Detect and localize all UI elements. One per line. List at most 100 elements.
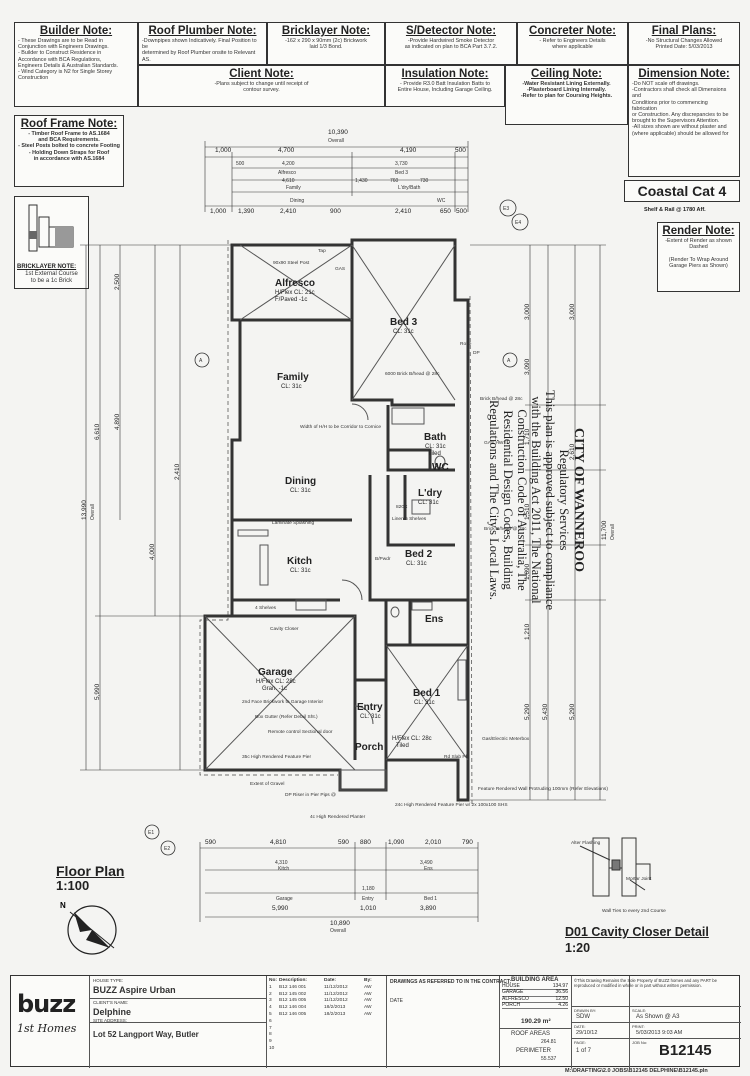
- note-line: brought to the Supervisors Attention.: [632, 118, 720, 125]
- date-label: DATE: [390, 998, 403, 1004]
- room-ldry: L'dry: [418, 488, 442, 499]
- revision-cell: AW: [364, 991, 372, 997]
- title-block: buzz 1st Homes HOUSE TYPE: BUZZ Aspire U…: [10, 975, 741, 1068]
- bot-dim-880: 880: [360, 839, 371, 846]
- revision-cell: [324, 1019, 364, 1026]
- bot-dim-2010: 2,010: [425, 839, 442, 846]
- final-plans-note: Final Plans: -No Structural Changes Allo…: [628, 22, 740, 65]
- revision-cell: [324, 1046, 364, 1053]
- section-marker-e2: E3 E4: [499, 199, 529, 231]
- room-wc: WC: [432, 462, 449, 473]
- note-line: Accordance with BCA Regulations,: [18, 56, 102, 63]
- note-line: to be a 1c Brick: [30, 278, 73, 284]
- revision-cell: [364, 1032, 378, 1039]
- revision-cell: [364, 1026, 378, 1033]
- roof-plumber-note-body: -Downpipes shown Indicatively. Final Pos…: [139, 38, 266, 63]
- revision-cell: 4: [269, 1005, 272, 1011]
- page-label: PAGE:: [574, 1040, 586, 1045]
- print-label: PRINT:: [632, 1024, 645, 1029]
- dim-top-4700: 4,700: [278, 147, 295, 154]
- insulation-note-title: Insulation Note:: [401, 68, 489, 80]
- left-dimension-lines: [80, 244, 232, 771]
- bot-dim-590b: 590: [338, 839, 349, 846]
- annot-laminate: Laminate Splashing: [272, 520, 314, 526]
- room-ldry-cl: CL: 31c: [418, 500, 439, 506]
- right2-dim-5290: 5,290: [569, 703, 576, 720]
- revision-cell: [324, 1039, 364, 1046]
- note-line: - Refer to Engineers Details: [539, 38, 606, 44]
- dim-top-730: 730: [420, 178, 429, 184]
- revision-cell: 10: [269, 1045, 275, 1051]
- buzz-logo-sub: 1st Homes: [17, 1022, 77, 1035]
- note-line: Conditions prior to commencing: [632, 99, 708, 106]
- note-line: Construction: [18, 75, 49, 82]
- room-labels: Alfresco H/Flex CL: 21c F/Paved -1c Bed …: [256, 278, 449, 753]
- coastal-sub: Shelf & Rail @ 1780 Aff.: [644, 207, 706, 213]
- revision-cell: [279, 1039, 324, 1046]
- right-dimension-lines: [470, 244, 606, 801]
- bot-dim-1010: 1,010: [360, 905, 377, 912]
- note-line: - These Drawings are to be Read in: [18, 38, 103, 44]
- dim-bot-1390: 1,390: [238, 208, 255, 215]
- annot-steel-post: 90x90 Steel Post: [273, 260, 310, 266]
- ceiling-note-body: -Water Resistant Lining Externally.-Plas…: [506, 81, 627, 100]
- dim-top-1430: 1,430: [355, 178, 368, 184]
- area-value: 4.26: [558, 1001, 568, 1008]
- revision-cell: B12 145 005: [279, 998, 307, 1004]
- bot-dim-1090: 1,090: [388, 839, 405, 846]
- room-bath-cl: CL: 31c: [425, 444, 446, 450]
- dim-top-1000: 1,000: [215, 147, 232, 154]
- bricklayer2-note-title: BRICKLAYER NOTE:: [17, 264, 77, 270]
- right3-dim-5430: 5,430: [542, 703, 549, 720]
- right-dim-1690: 1,690: [524, 563, 531, 580]
- top-overall-dim: 10,390: [328, 129, 348, 136]
- note-line: Entire House, Including Garage Ceiling.: [397, 87, 493, 94]
- brick-course-detail-icon: [28, 204, 74, 252]
- dim-bot-1000: 1,000: [210, 208, 227, 215]
- annot-brick-bhead-2: Brick B/head @ 28c: [480, 396, 523, 402]
- final-plans-note-title: Final Plans:: [651, 25, 717, 37]
- bot-dim-1180: 1,180: [362, 886, 375, 892]
- house-type-label: HOUSE TYPE:: [93, 978, 124, 983]
- annot-brick-bhead-3: Brick B/head @ 28c: [484, 526, 527, 532]
- room-alfresco-floor: F/Paved -1c: [275, 297, 307, 303]
- copyright-text: ©This Drawing Remains the Sole Property …: [574, 978, 717, 988]
- note-line: contour survey.: [243, 87, 280, 94]
- note-line: -Plans subject to change until receipt o…: [214, 81, 309, 87]
- revision-cell: AW: [364, 984, 372, 990]
- revision-header-cell: Description:: [279, 978, 307, 983]
- annot-cavity-closer: Cavity Closer: [270, 626, 299, 632]
- revision-cell: 6: [269, 1018, 272, 1024]
- svg-text:A: A: [507, 358, 511, 364]
- drawn-by-label: DRAWN BY:: [574, 1008, 597, 1013]
- dim-lbl-dining: Dining: [290, 198, 304, 204]
- top-dimension-lines: [204, 141, 469, 212]
- stamp-line-6: Residential Design Codes, Building: [501, 410, 515, 590]
- note-line: -Downpipes shown Indicatively. Final Pos…: [142, 38, 257, 51]
- stamp-line-1: CITY OF WANNEROO: [571, 427, 586, 573]
- dim-lbl-ldry: L'dry/Bath: [398, 185, 421, 191]
- annot-planter: 4c High Rendered Planter: [310, 814, 366, 820]
- perimeter-label: PERIMETER: [516, 1048, 552, 1054]
- bricklayer-note: Bricklayer Note: -162 x 290 x 90mm (2c) …: [267, 22, 385, 65]
- cavity-closer-detail-drawing: [579, 837, 651, 897]
- dim-top-4610: 4,610: [282, 178, 295, 184]
- floor-plan-title: Floor Plan: [56, 863, 125, 879]
- dimension-note-title: Dimension Note:: [638, 68, 730, 80]
- room-alfresco-cl: H/Flex CL: 21c: [275, 290, 315, 296]
- note-line: Garage Piers as Shown): [669, 262, 728, 269]
- note-line: - Holding Down Straps for Roof: [28, 149, 110, 156]
- svg-text:N: N: [60, 901, 66, 910]
- total-area: 190.29 m²: [521, 1018, 551, 1025]
- dim-lbl-wc: WC: [437, 198, 446, 204]
- bot-dim-4810: 4,810: [270, 839, 287, 846]
